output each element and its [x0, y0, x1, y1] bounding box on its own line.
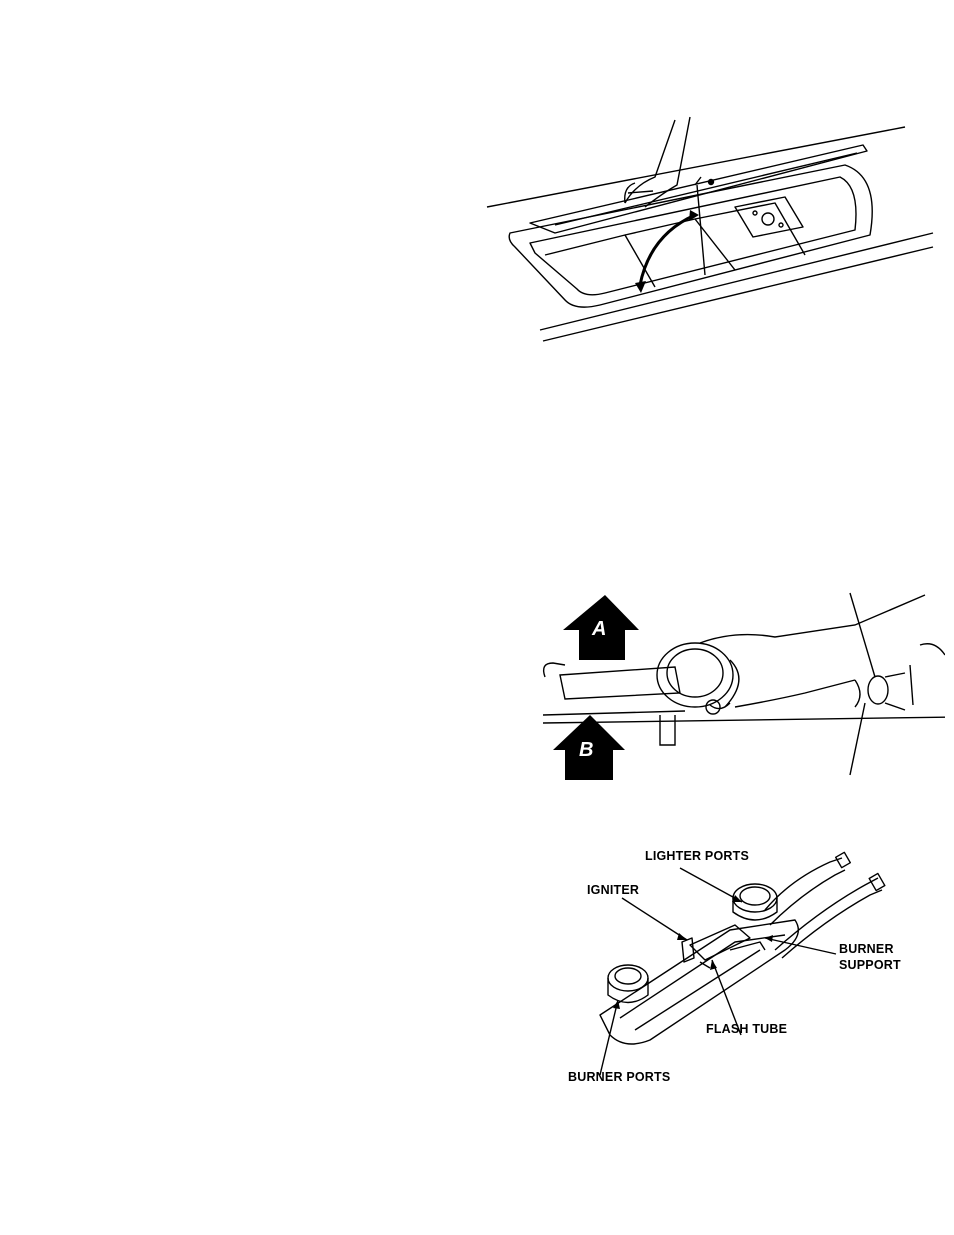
label-lighter-ports: LIGHTER PORTS — [645, 849, 749, 864]
label-flash-tube: FLASH TUBE — [706, 1022, 787, 1037]
arrow-a-label: A — [592, 618, 606, 641]
arrow-b-label: B — [579, 739, 593, 762]
burner-removal-illustration: A B — [535, 585, 945, 785]
label-igniter: IGNITER — [587, 883, 639, 898]
label-burner-support-line2: SUPPORT — [839, 958, 901, 973]
cooktop-lift-illustration — [485, 115, 935, 345]
label-burner-ports: BURNER PORTS — [568, 1070, 670, 1085]
label-burner-support-line1: BURNER — [839, 942, 894, 957]
